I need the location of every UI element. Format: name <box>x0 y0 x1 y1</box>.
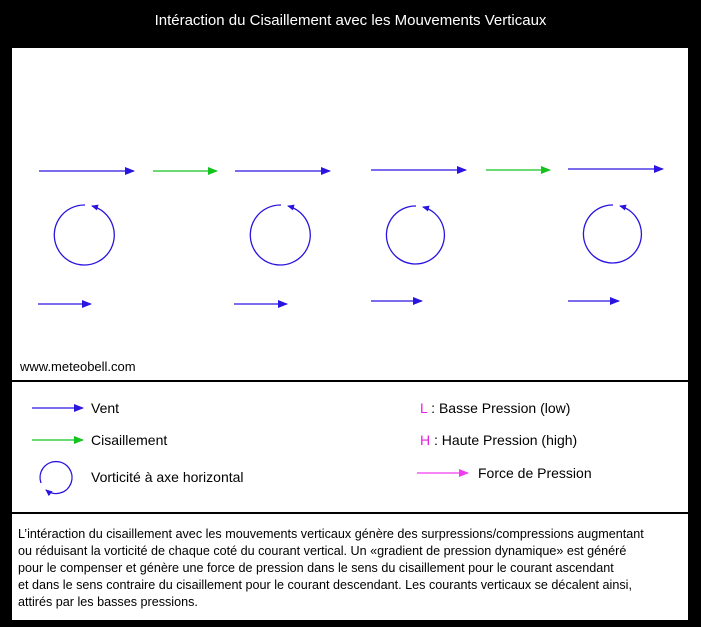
legend-vorticite-label: Vorticité à axe horizontal <box>91 469 244 485</box>
diagram-canvas <box>38 165 664 308</box>
description-line-5: attirés par les basses pressions. <box>18 595 198 609</box>
basse-pression-label: : Basse Pression (low) <box>427 400 571 416</box>
description-line-4: et dans le sens contraire du cisaillemen… <box>18 578 632 592</box>
legend-cisaillement-label: Cisaillement <box>91 432 168 448</box>
legend-force-pression-label: Force de Pression <box>478 465 592 481</box>
description-line-3: pour le compenser et génère une force de… <box>18 561 614 575</box>
description-line-2: ou réduisant la vorticité de chaque coté… <box>18 544 627 558</box>
legend-haute-pression: H : Haute Pression (high) <box>420 431 577 449</box>
legend-symbols <box>32 404 469 497</box>
vorticity-circle-1 <box>53 204 115 266</box>
legend-basse-pression: L : Basse Pression (low) <box>420 399 570 417</box>
vorticity-circle-3 <box>385 205 446 265</box>
page-title: Intéraction du Cisaillement avec les Mou… <box>154 12 547 29</box>
diagram-panel: www.meteobell.com <box>12 48 688 380</box>
basse-pression-letter: L <box>420 400 428 416</box>
legend-vent-label: Vent <box>91 400 120 416</box>
legend-panel: Vent Cisaillement Vorticité à axe horizo… <box>12 382 688 512</box>
watermark-text: www.meteobell.com <box>20 359 136 374</box>
haute-pression-label: : Haute Pression (high) <box>430 432 578 448</box>
legend-vorticity-icon <box>39 460 73 497</box>
vorticity-circle-4 <box>582 204 643 264</box>
description-text: L’intéraction du cisaillement avec les m… <box>18 526 684 611</box>
description-panel: L’intéraction du cisaillement avec les m… <box>12 514 688 620</box>
description-line-1: L’intéraction du cisaillement avec les m… <box>18 527 644 541</box>
haute-pression-letter: H <box>420 432 431 448</box>
vorticity-circle-2 <box>249 204 311 266</box>
